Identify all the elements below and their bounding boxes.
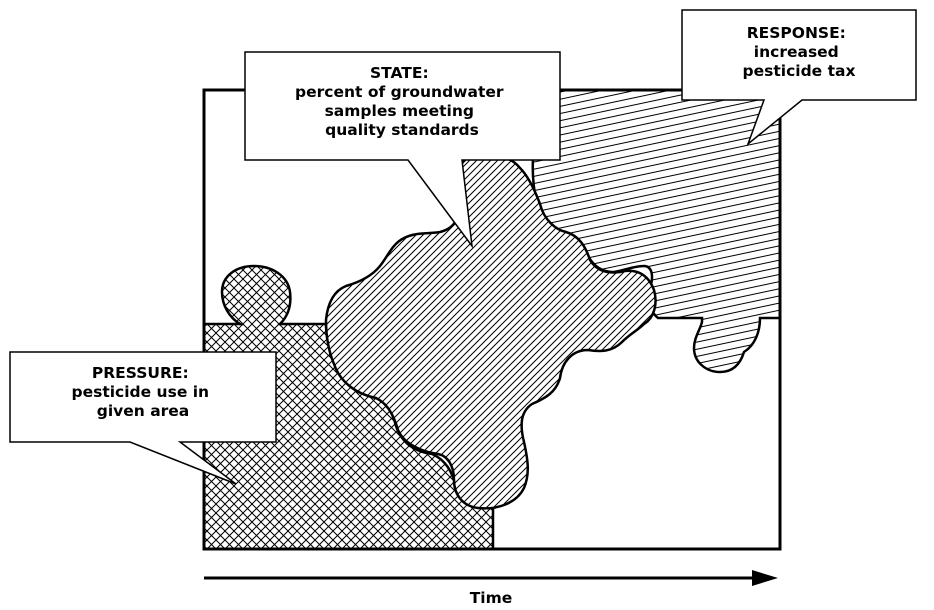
svg-text:STATE: percent of ground: STATE: percent of groundwater samples me… [295, 64, 509, 139]
state-callout: STATE: percent of groundwater samples me… [244, 51, 561, 249]
svg-text:RESPONSE: increased: RESPONSE: increased pesticide tax [743, 24, 856, 80]
state-title: STATE: [370, 64, 429, 82]
state-line-1: percent of groundwater [295, 83, 504, 101]
state-line-2: samples meeting [325, 102, 474, 120]
pressure-callout: PRESSURE: pesticide use in given area [9, 351, 277, 485]
state-puzzle-piece [324, 152, 657, 510]
time-axis-label: Time [470, 589, 513, 607]
response-callout: RESPONSE: increased pesticide tax [681, 9, 917, 147]
time-arrow [204, 570, 778, 586]
pressure-line-1: pesticide use in [72, 383, 210, 401]
response-title: RESPONSE: [747, 24, 846, 42]
response-line-2: pesticide tax [743, 62, 856, 80]
response-line-1: increased [754, 43, 839, 61]
svg-text:PRESSURE: pesticide use: PRESSURE: pesticide use in given area [72, 364, 215, 420]
pressure-line-2: given area [97, 402, 190, 420]
pressure-title: PRESSURE: [92, 364, 189, 382]
state-line-3: quality standards [325, 121, 479, 139]
